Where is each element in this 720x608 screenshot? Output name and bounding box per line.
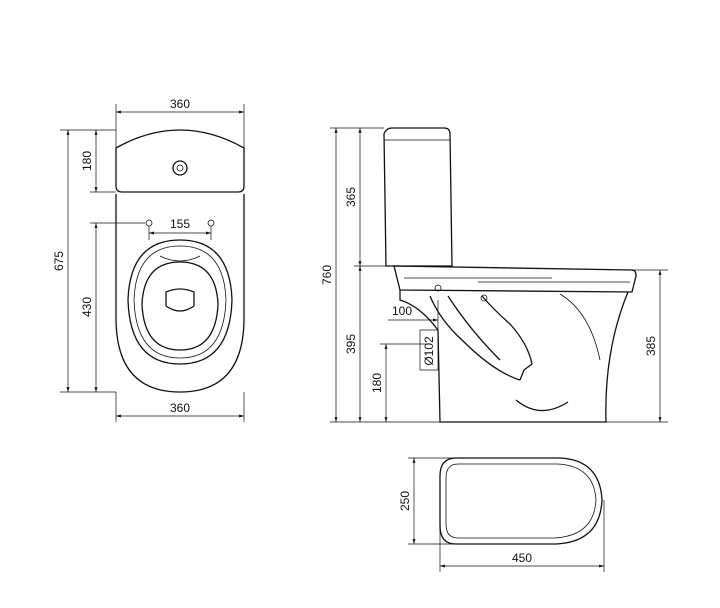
dim-outlet-diameter: Ø102 — [422, 336, 436, 366]
top-view-drain — [165, 288, 195, 312]
fixing-hole-left-icon — [145, 219, 153, 227]
dim-seat-length: 430 — [80, 297, 94, 317]
seat-outline — [439, 457, 603, 545]
top-view-tank — [115, 129, 245, 193]
side-view: 760 365 395 180 100 Ø102 385 — [320, 127, 668, 423]
dim-bowl-height-right: 385 — [644, 336, 658, 356]
dim-bottom-width: 360 — [170, 401, 190, 415]
dim-outlet-offset: 100 — [392, 304, 412, 318]
top-view-seat — [127, 239, 233, 365]
dim-outlet-height: 180 — [370, 373, 384, 393]
top-view-bowl — [115, 194, 245, 393]
side-view-bowl — [399, 290, 629, 423]
dim-hole-spacing: 155 — [170, 217, 190, 231]
side-view-tank — [383, 127, 453, 267]
dim-tank-depth: 180 — [80, 151, 94, 171]
fixing-hole-right-icon — [207, 219, 215, 227]
dim-bowl-height-left: 395 — [344, 334, 358, 354]
top-view: 360 360 675 180 430 155 — [52, 97, 245, 422]
flush-button-icon — [172, 160, 188, 176]
dim-top-width: 360 — [170, 97, 190, 111]
dim-seat-width: 450 — [512, 551, 532, 565]
side-view-seat — [393, 265, 637, 293]
dim-total-length: 675 — [52, 251, 66, 271]
dim-seat-depth: 250 — [398, 491, 412, 511]
dim-total-height: 760 — [320, 265, 334, 285]
dim-tank-height: 365 — [344, 187, 358, 207]
seat-opening-view: 250 450 — [398, 457, 605, 572]
